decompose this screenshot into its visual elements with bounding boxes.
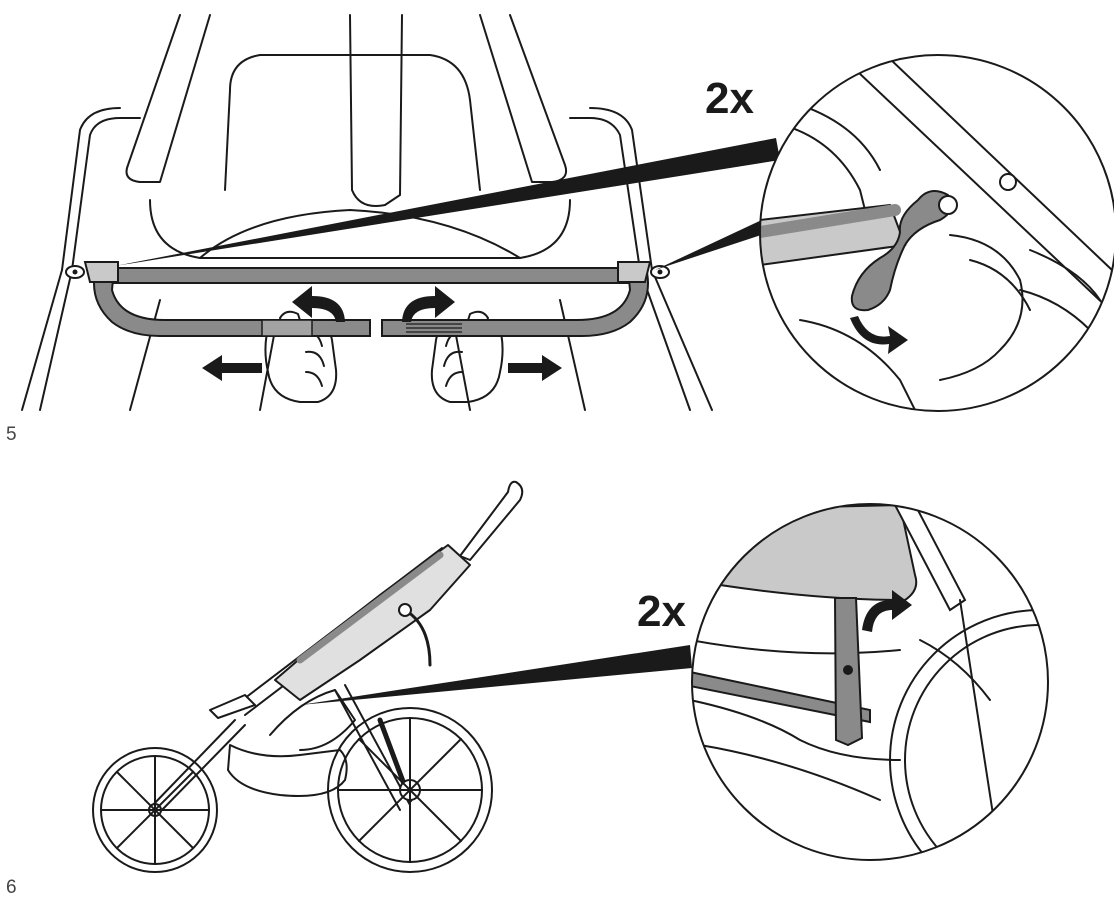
multiplier-label: 2x xyxy=(705,74,754,123)
step-number: 5 xyxy=(6,424,17,445)
seat-strap-detail-icon xyxy=(691,503,1049,861)
callout-wedges xyxy=(115,138,780,270)
arrow-right-icon xyxy=(508,355,562,381)
callout-wedge xyxy=(300,645,692,705)
stroller-side-view-icon xyxy=(92,480,524,873)
arrow-left-icon xyxy=(202,355,262,381)
curved-arrow-right-icon xyxy=(862,590,912,632)
step-6-figure: 2x 6 xyxy=(6,480,1049,898)
step-5-figure: 2x 5 xyxy=(6,14,1114,445)
curved-arrow-left-icon xyxy=(292,286,345,322)
curved-arrow-down-icon xyxy=(850,316,908,354)
strap-loop-detail-icon xyxy=(759,54,1114,412)
curved-arrow-right-icon xyxy=(402,286,455,322)
step-number: 6 xyxy=(6,877,17,898)
multiplier-label: 2x xyxy=(637,587,686,636)
stroller-front-bumper-bar-icon xyxy=(21,14,713,411)
arrow-icons xyxy=(202,286,562,381)
bumper-bar xyxy=(65,261,670,337)
